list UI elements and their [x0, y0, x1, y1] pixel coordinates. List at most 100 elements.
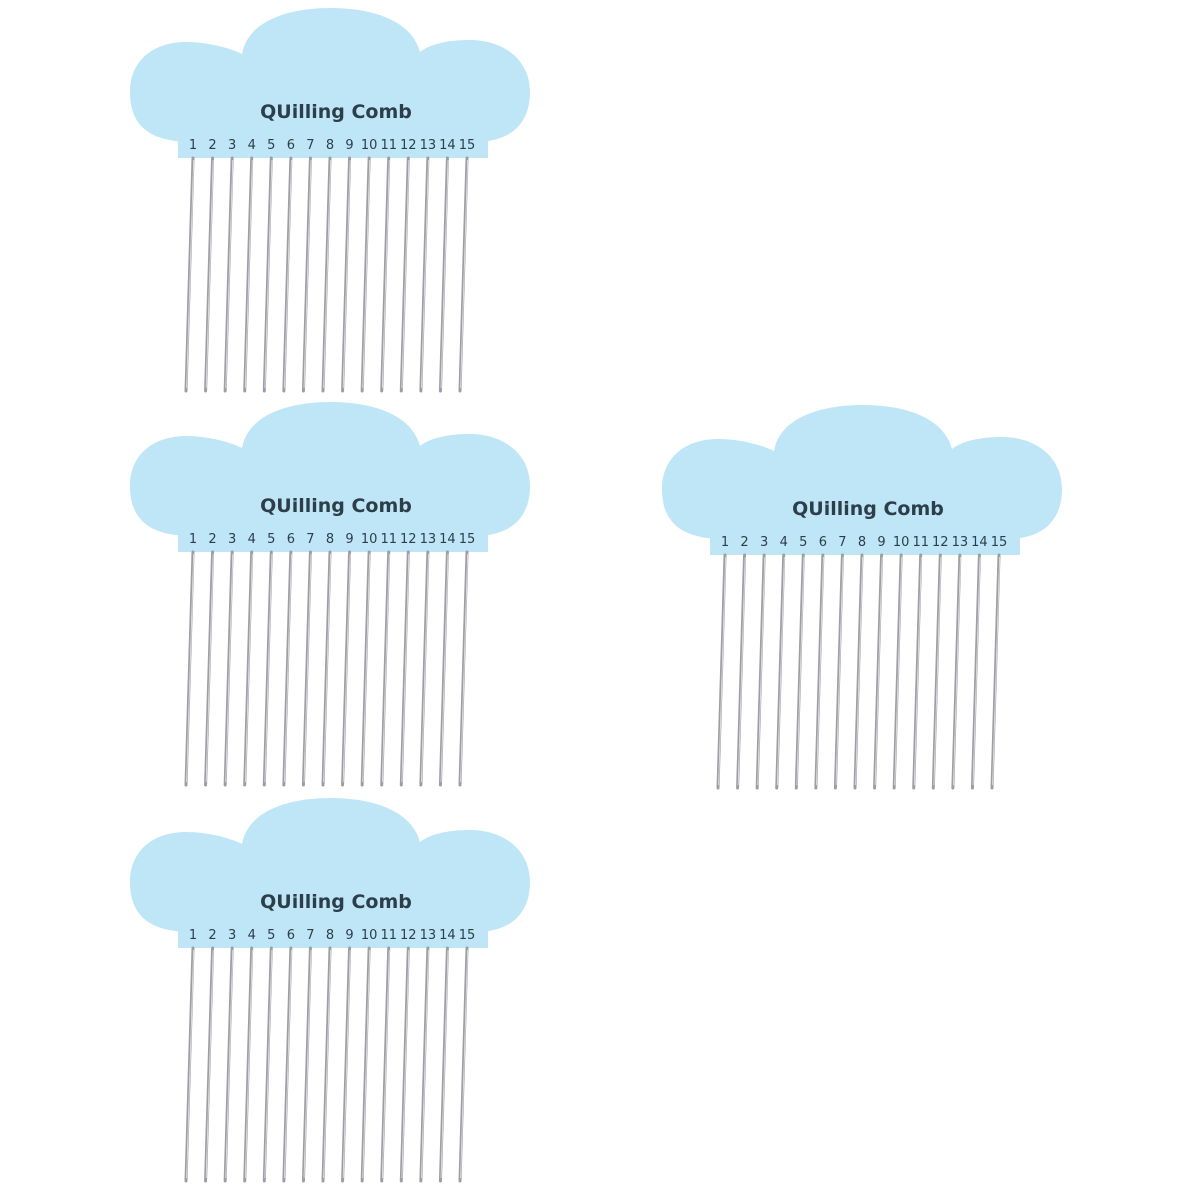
comb-pin-highlight [342, 159, 351, 389]
comb-pin [990, 553, 1001, 790]
comb-pin-highlight [894, 556, 903, 786]
pin-number-label: 1 [721, 535, 729, 550]
comb-pin-highlight [440, 553, 449, 783]
comb-pin-highlight [244, 159, 253, 389]
comb-pin [892, 553, 903, 790]
comb-handle [130, 8, 530, 144]
comb-pin-highlight [205, 553, 214, 783]
pin-number-label: 9 [345, 532, 353, 547]
comb-pin [341, 946, 352, 1183]
comb-pin [282, 946, 293, 1183]
comb-pin-highlight [381, 553, 390, 783]
pin-number-label: 3 [228, 138, 236, 153]
comb-pin [321, 156, 332, 393]
comb-pin-highlight [225, 159, 234, 389]
comb-title: QUilling Comb [792, 498, 944, 520]
comb-pin-highlight [244, 553, 253, 783]
comb-handle [662, 405, 1062, 541]
comb-handle [130, 402, 530, 538]
comb-pin [341, 550, 352, 787]
pin-number-label: 2 [208, 138, 216, 153]
comb-pin-highlight [205, 949, 214, 1179]
comb-pin [184, 156, 195, 393]
pin-number-label: 11 [380, 138, 397, 153]
comb-pin-highlight [323, 159, 331, 389]
comb-pin-highlight [264, 949, 273, 1179]
comb-pin-highlight [342, 949, 351, 1179]
pin-number-label: 11 [380, 532, 397, 547]
pin-number-label: 8 [326, 532, 334, 547]
comb-pin-highlight [264, 159, 273, 389]
comb-pin-highlight [992, 556, 1000, 786]
pin-number-label: 12 [400, 138, 417, 153]
comb-pin-highlight [284, 553, 292, 783]
comb-pin-highlight [737, 556, 746, 786]
comb-pin [736, 553, 747, 790]
pin-number-label: 13 [420, 928, 437, 943]
pin-number-label: 13 [420, 532, 437, 547]
comb-pin-highlight [440, 159, 449, 389]
comb-pin-highlight [362, 159, 371, 389]
pin-number-label: 8 [858, 535, 866, 550]
pin-number-label: 6 [287, 928, 295, 943]
comb-pin-highlight [303, 553, 312, 783]
comb-pin-highlight [460, 949, 468, 1179]
comb-pin [380, 550, 391, 787]
comb-pin-highlight [855, 556, 863, 786]
comb-pin-highlight [186, 553, 194, 783]
comb-pin [321, 550, 332, 787]
pin-number-label: 12 [932, 535, 949, 550]
pin-number-label: 12 [400, 532, 417, 547]
comb-pin [262, 156, 273, 393]
comb-pin [912, 553, 923, 790]
pin-number-label: 15 [459, 138, 476, 153]
comb-pin-highlight [718, 556, 726, 786]
comb-pin [775, 553, 786, 790]
comb-pin-highlight [401, 159, 410, 389]
comb-pin-highlight [913, 556, 922, 786]
comb-pin [184, 946, 195, 1183]
comb-pin-highlight [816, 556, 824, 786]
comb-pin-highlight [440, 949, 449, 1179]
pin-number-label: 6 [819, 535, 827, 550]
pin-number-label: 15 [991, 535, 1008, 550]
pin-number-label: 1 [189, 928, 197, 943]
comb-pin [951, 553, 962, 790]
pin-number-label: 7 [306, 138, 314, 153]
pin-number-label: 4 [248, 928, 256, 943]
comb-pin-highlight [303, 949, 312, 1179]
comb-pin [360, 946, 371, 1183]
pin-number-label: 8 [326, 928, 334, 943]
pin-number-label: 5 [799, 535, 807, 550]
pin-number-label: 3 [228, 532, 236, 547]
comb-pin-highlight [225, 553, 234, 783]
comb-pin [204, 156, 215, 393]
pin-number-label: 4 [780, 535, 788, 550]
comb-pin-highlight [186, 949, 194, 1179]
comb-pin-highlight [381, 159, 390, 389]
comb-handle [130, 798, 530, 934]
comb-pin [438, 156, 449, 393]
comb-pin [321, 946, 332, 1183]
comb-pin-highlight [796, 556, 805, 786]
comb-pin-highlight [186, 159, 194, 389]
comb-title: QUilling Comb [260, 891, 412, 913]
comb-pin [853, 553, 864, 790]
comb-pin-highlight [205, 159, 214, 389]
pin-number-label: 10 [361, 928, 378, 943]
pin-number-label: 10 [361, 532, 378, 547]
pin-number-label: 2 [208, 532, 216, 547]
comb-pin-highlight [362, 553, 371, 783]
comb-pin [794, 553, 805, 790]
comb-pin [419, 946, 430, 1183]
comb-pin-highlight [284, 159, 292, 389]
comb-pin-highlight [421, 159, 429, 389]
pin-number-label: 7 [838, 535, 846, 550]
pin-number-label: 4 [248, 138, 256, 153]
comb-pin [223, 550, 234, 787]
pin-number-label: 3 [760, 535, 768, 550]
comb-pin [458, 550, 469, 787]
comb-pin [438, 946, 449, 1183]
